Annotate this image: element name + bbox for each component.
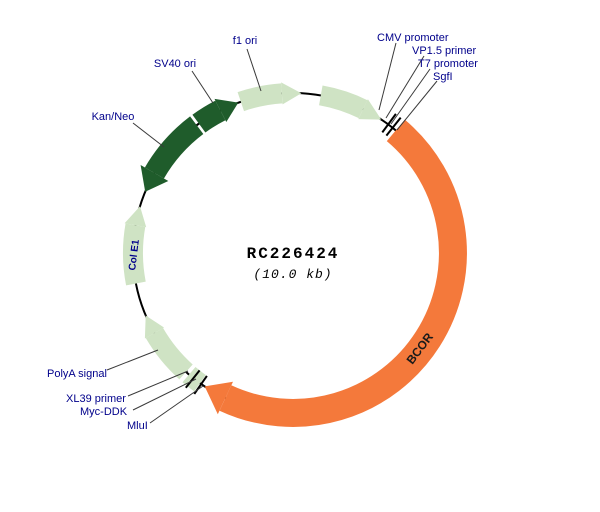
t7-promoter-callout-line — [390, 68, 431, 125]
sgfi-tick — [385, 116, 402, 137]
col-e1-arrow-body — [122, 223, 146, 286]
plasmid-size: (10.0 kb) — [253, 267, 332, 282]
kan-neo-label: Kan/Neo — [92, 111, 135, 123]
polya-signal-callout-line — [106, 349, 159, 371]
polya-signal-arrow-body — [145, 327, 193, 380]
myc-ddk-callout-line — [132, 378, 197, 411]
f1-ori-label: f1 ori — [233, 35, 257, 47]
bcor-insert-arc — [219, 119, 467, 427]
myc-ddk-label: Myc-DDK — [80, 406, 128, 418]
kan-neo-arrowhead — [140, 165, 169, 192]
bcor-insert-arrowhead — [204, 381, 233, 415]
sgfi-label: SgfI — [433, 71, 453, 83]
cmv-promoter-arrowhead — [358, 99, 382, 120]
col-e1-arrowhead — [124, 206, 147, 228]
sv40-ori-label: SV40 ori — [154, 58, 196, 70]
col-e1-label: Col E1 — [127, 239, 142, 272]
kan-neo-arrow-body — [144, 116, 204, 179]
sv40-ori-arrow-body — [192, 100, 226, 133]
sgfi-callout-line — [396, 80, 438, 131]
cmv-promoter-label: CMV promoter — [377, 32, 449, 44]
sv40-ori-arrowhead — [214, 98, 239, 122]
plasmid-title: RC226424 — [247, 245, 340, 263]
myc-ddk-tag-segment — [182, 366, 206, 392]
xl39-primer-label: XL39 primer — [66, 393, 126, 405]
vp15-primer-label: VP1.5 primer — [412, 45, 477, 57]
f1-ori-arrow-body — [237, 83, 283, 112]
t7-promoter-label: T7 promoter — [418, 58, 478, 70]
polya-signal-label: PolyA signal — [47, 368, 107, 380]
cmv-promoter-arrow-body — [318, 85, 368, 119]
mlui-callout-line — [149, 385, 204, 424]
xl39-primer-callout-line — [127, 370, 189, 397]
myc-ddk-tick — [185, 369, 201, 389]
vp15-primer-callout-line — [385, 55, 425, 119]
polya-signal-arrowhead — [144, 315, 164, 339]
cmv-promoter-callout-line — [378, 42, 397, 111]
f1-ori-callout-line — [246, 48, 262, 92]
sv40-ori-callout-line — [191, 70, 214, 104]
kan-neo-callout-line — [132, 122, 165, 148]
f1-ori-arrowhead — [281, 82, 302, 105]
t7-sgfi-tick — [381, 113, 397, 133]
mlui-label: MluI — [127, 420, 148, 432]
